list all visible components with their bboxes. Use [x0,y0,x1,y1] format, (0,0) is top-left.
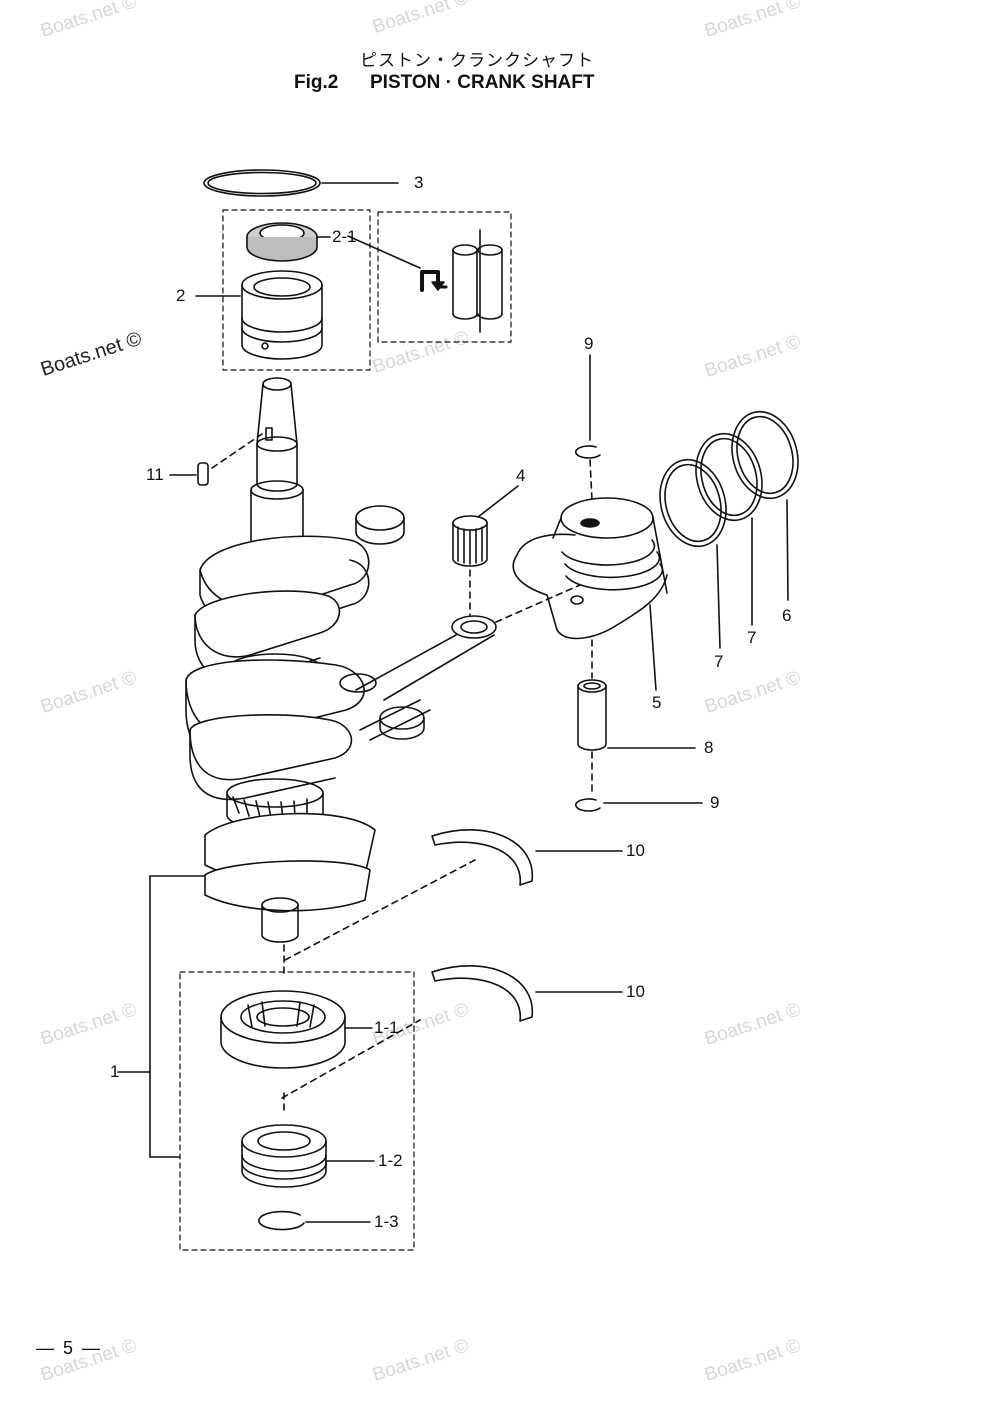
callout-1-3: 1-3 [374,1212,399,1231]
callout-9-top: 9 [584,334,594,353]
callout-8: 8 [704,738,714,757]
circlip-part-9-top [575,354,601,501]
callout-1-1: 1-1 [374,1018,399,1037]
piston-ring-part-7-inner [695,432,763,626]
crankshaft [185,377,425,943]
needle-bearing-part-4 [452,485,519,616]
title-japanese: ピストン・クランクシャフト [360,51,594,71]
piston-part-5 [512,497,668,691]
thrust-washer-part-10-bottom [431,964,623,1022]
circlip-part-9-bottom [575,798,703,812]
callout-1-2: 1-2 [378,1151,403,1170]
title-english: Fig.2 PISTON · CRANK SHAFT [294,72,714,94]
bearing-assembly-part-1 [117,875,415,1251]
bearing-assembly-part-2 [195,209,371,371]
connecting-rod [355,584,581,741]
callout-3: 3 [414,173,424,192]
callout-10-top: 10 [626,841,645,860]
callout-7-outer: 7 [714,652,724,671]
callout-7-inner: 7 [747,628,757,647]
callout-9-bottom: 9 [710,793,720,812]
thrust-washer-part-10-top [431,828,623,886]
callout-6: 6 [782,606,792,625]
o-ring-part-3 [203,169,399,197]
callout-1: 1 [110,1062,120,1081]
page-number: — 5 — [36,1338,103,1358]
figure-title: PISTON · CRANK SHAFT [370,72,595,93]
callout-2: 2 [176,286,186,305]
callout-2-1: 2-1 [332,227,357,246]
piston-pin-part-8 [577,639,696,796]
callout-11: 11 [146,465,164,484]
assembly-arrow-icon [420,270,448,292]
piston-ring-part-6 [731,410,799,601]
key-part-11 [169,433,263,486]
callout-10-bottom: 10 [626,982,645,1001]
piston-ring-part-7-outer [659,458,727,649]
callout-4: 4 [516,466,526,485]
callout-5: 5 [652,693,662,712]
sealant-note-box [347,211,512,343]
figure-number: Fig.2 [294,72,339,93]
